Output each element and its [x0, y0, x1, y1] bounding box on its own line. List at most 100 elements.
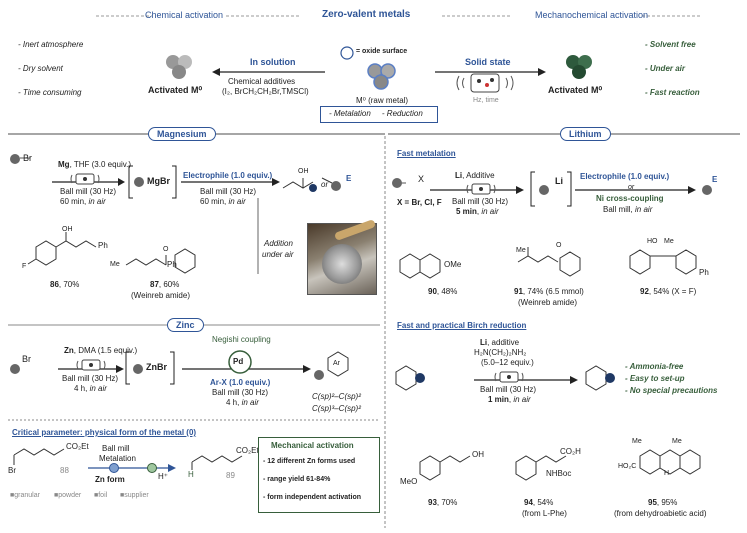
cmpd93-yield: , 70% [436, 498, 458, 507]
cmpd91-yield: , 74% (6.5 mmol) [522, 287, 584, 296]
cmpd92-label: 92 [640, 287, 649, 296]
zn-condition-2: 4 h, [74, 384, 90, 393]
bond-type-1: C(sp)²–C(sp)² [312, 392, 361, 401]
substituent-dot-icon [331, 181, 341, 191]
birch-condition-1: Ball mill (30 Hz) [480, 385, 537, 394]
cmpd90-ome: OMe [444, 260, 462, 269]
li-substrate-x: X [418, 174, 425, 184]
birch-amine: H₂N(CH₂)₂NH₂ [474, 348, 527, 357]
li-condition-2-italic: in air [481, 207, 499, 216]
zn-organozinc-label: ZnBr [146, 362, 167, 372]
zn-c-condition-2: 4 h, [226, 398, 242, 407]
legend-powder: ■powder [54, 492, 82, 499]
reaction-type-label: - Metalation - Reduction [329, 109, 423, 118]
mg-substrate-label: Br [23, 153, 32, 163]
cmpd87-note: (Weinreb amide) [131, 291, 190, 300]
zn-reagent: , DMA (1.5 equiv.) [73, 346, 138, 355]
compound-89-label: 89 [226, 471, 235, 480]
spatula-image [333, 219, 377, 241]
mechanical-activation-title: Mechanical activation [271, 441, 354, 450]
hplus-label: H⁺ [158, 472, 168, 481]
condition-item: - Inert atmosphere [18, 40, 84, 49]
substituent-dot-icon [539, 185, 549, 195]
birch-title: Fast and practical Birch reduction [397, 321, 527, 330]
raw-metal-icon [367, 63, 396, 90]
cmpd93-oh: OH [472, 450, 484, 459]
cmpd87-label: 87 [150, 280, 159, 289]
cmpd94-label: 94 [524, 498, 533, 507]
cmpd91-note: (Weinreb amide) [518, 298, 577, 307]
cmpd92-ph: Ph [699, 268, 709, 277]
li-reagent: , Additive [462, 171, 495, 180]
ball-mill-jar-photo [307, 219, 377, 295]
oxide-legend-label: = oxide surface [356, 48, 408, 55]
condition-item: - Time consuming [18, 88, 82, 97]
mechanical-item: - 12 different Zn forms used [263, 458, 356, 465]
zinc-section-title: Zinc [167, 318, 204, 332]
ni-condition: Ball mill, [603, 205, 636, 214]
mg-condition-1: Ball mill (30 Hz) [60, 187, 117, 196]
cmpd95-me2: Me [672, 438, 682, 445]
mechanical-activation-box: Mechanical activation - 12 different Zn … [258, 437, 380, 513]
substituent-dot-icon [415, 373, 425, 383]
mg-condition-2: 60 min, [60, 197, 89, 206]
mg-reagent: , THF (3.0 equiv.) [69, 160, 132, 169]
cmpd86-oh: OH [62, 226, 73, 233]
bond-type-2: C(sp)³–C(sp)² [312, 404, 361, 413]
header-left-label: Chemical activation [145, 10, 224, 20]
birch-feature: - No special precautions [625, 386, 718, 395]
ball-mill-icon [494, 371, 524, 383]
cmpd92-me: Me [664, 238, 674, 245]
mg-product-oh: OH [298, 168, 309, 175]
cmpd94-yield: , 54% [532, 498, 554, 507]
activated-metal-icon [166, 55, 192, 79]
cmpd95-h: H [664, 470, 670, 477]
legend-foil: ■foil [94, 492, 108, 499]
activated-metal-left-label: Activated M⁰ [148, 85, 203, 95]
cmpd87-yield: , 60% [158, 280, 180, 289]
cmpd87-o: O [163, 246, 169, 253]
birch-li-bold: Li [480, 338, 488, 347]
mg-grignard-label: MgBr [147, 176, 170, 186]
mg-electrophile-label: Electrophile (1.0 equiv.) [183, 171, 273, 180]
substituent-dot-icon [10, 154, 20, 164]
cmpd92-yield: , 54% (X = F) [648, 287, 697, 296]
li-x-definition: X = Br, Cl, F [397, 198, 442, 207]
pd-label: Pd [233, 357, 244, 366]
li-reagent-bold: Li [455, 171, 463, 180]
birch-equiv: (5.0–12 equiv.) [481, 358, 534, 367]
compound-88-label: 88 [60, 466, 69, 475]
critical-parameter-title: Critical parameter: physical form of the… [12, 428, 197, 437]
solution-label: In solution [250, 57, 296, 67]
product-co2et: CO₂Et [236, 446, 259, 455]
cmpd95-co2h: HO₂C [618, 463, 637, 470]
activated-metal-green-icon [566, 55, 592, 79]
substituent-dot-icon [392, 178, 402, 188]
cmpd87-ph: Ph [167, 260, 177, 269]
negishi-label: Negishi coupling [212, 335, 271, 344]
ball-mill-icon [76, 359, 106, 371]
zn-substrate-label: Br [22, 354, 31, 364]
hplus-dot-icon [147, 463, 157, 473]
cmpd86-yield: , 70% [58, 280, 80, 289]
mg-e-condition-2: 60 min, [200, 197, 229, 206]
ball-mill-icon [456, 73, 514, 93]
legend-granular: ■granular [10, 492, 40, 499]
cmpd95-me1: Me [632, 438, 642, 445]
cmpd90-yield: , 48% [436, 287, 458, 296]
page-title: Zero-valent metals [322, 9, 411, 20]
legend-supplier: ■supplier [120, 492, 149, 499]
jar-image [322, 244, 362, 284]
substituent-dot-icon [133, 364, 143, 374]
ni-condition-italic: in air [635, 205, 653, 214]
mechanical-item: - form independent activation [263, 494, 362, 501]
li-condition-2-bold: 5 min [456, 207, 477, 216]
substituent-dot-icon [10, 364, 20, 374]
ball-mill-icon [466, 183, 496, 195]
cmpd93-meo: MeO [400, 477, 418, 486]
birch-condition-2-bold: 1 min [488, 395, 509, 404]
cmpd95-note: (from dehydroabietic acid) [614, 509, 707, 518]
hz-time-label: Hz, time [473, 97, 499, 104]
pd-catalyst-icon [228, 350, 252, 374]
feature-item: - Solvent free [645, 40, 696, 49]
